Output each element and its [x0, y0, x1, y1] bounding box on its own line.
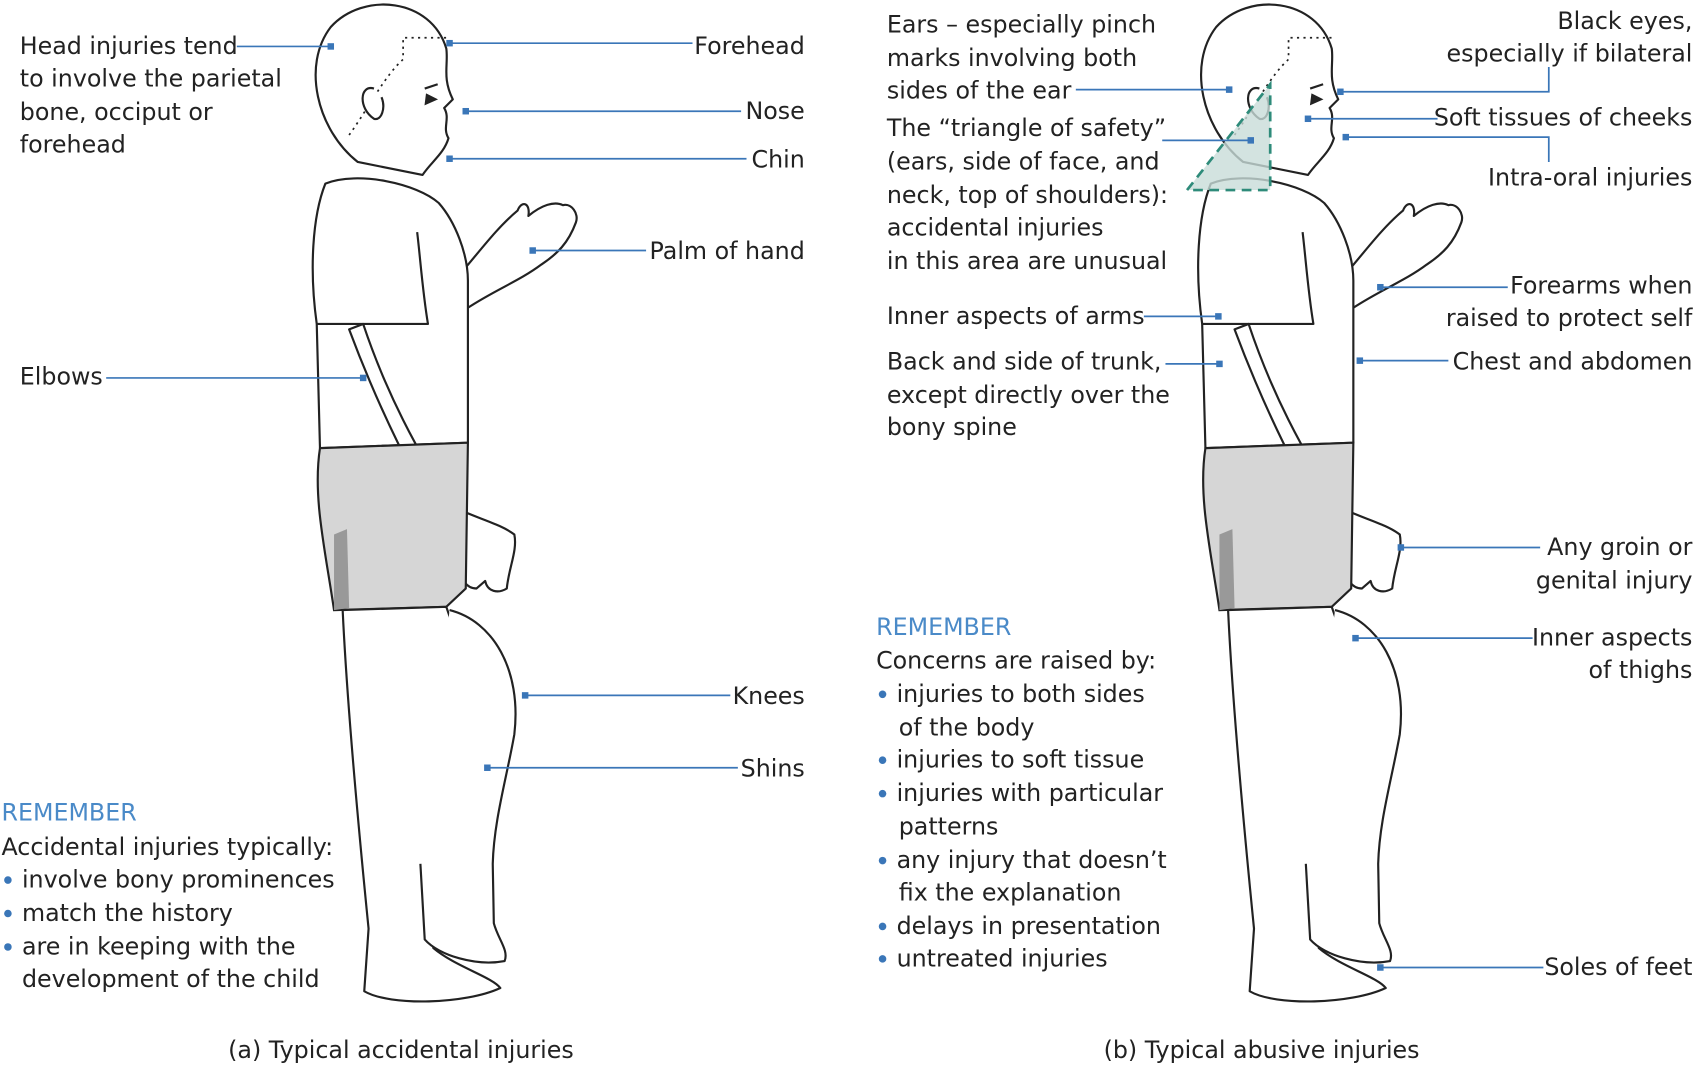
svg-text:bony spine: bony spine: [887, 413, 1017, 441]
label-forearms: Forearms when raised to protect self: [1377, 272, 1693, 332]
svg-text:especially if bilateral: especially if bilateral: [1447, 40, 1693, 68]
svg-text:of the body: of the body: [899, 713, 1035, 741]
svg-text:fix the explanation: fix the explanation: [899, 879, 1122, 907]
label-chin: Chin: [446, 145, 805, 173]
svg-text:injuries with particular: injuries with particular: [897, 779, 1164, 807]
svg-text:of thighs: of thighs: [1588, 656, 1692, 684]
svg-text:untreated injuries: untreated injuries: [897, 944, 1108, 972]
svg-text:marks involving both: marks involving both: [887, 44, 1137, 72]
svg-text:accidental injuries: accidental injuries: [887, 213, 1104, 241]
label-black-eyes: Black eyes, especially if bilateral: [1337, 7, 1693, 96]
svg-text:to involve the parietal: to involve the parietal: [20, 64, 282, 92]
accidental-figure: [311, 3, 578, 1003]
svg-text:involve bony prominences: involve bony prominences: [22, 866, 335, 894]
svg-text:Back and side of trunk,: Back and side of trunk,: [887, 347, 1162, 375]
label-nose: Nose: [462, 97, 805, 125]
label-groin: Any groin or genital injury: [1397, 533, 1693, 594]
svg-text:Black eyes,: Black eyes,: [1557, 7, 1692, 35]
triangle-of-safety: [1184, 80, 1272, 192]
caption-accidental: (a) Typical accidental injuries: [228, 1036, 574, 1064]
svg-text:Concerns are raised by:: Concerns are raised by:: [876, 646, 1156, 674]
label-knees: Knees: [521, 682, 805, 710]
svg-text:Any groin or: Any groin or: [1547, 533, 1692, 561]
svg-text:injuries to soft tissue: injuries to soft tissue: [897, 746, 1145, 774]
label-trunk: Back and side of trunk, except directly …: [887, 347, 1223, 441]
svg-text:Nose: Nose: [746, 97, 805, 125]
label-shins: Shins: [484, 754, 805, 782]
svg-text:raised to protect self: raised to protect self: [1446, 304, 1693, 332]
label-inner-arms: Inner aspects of arms: [887, 302, 1222, 330]
svg-text:any injury that doesn’t: any injury that doesn’t: [897, 846, 1167, 874]
svg-text:patterns: patterns: [899, 813, 999, 841]
label-intra-oral: Intra-oral injuries: [1342, 133, 1692, 192]
svg-text:development of the child: development of the child: [22, 965, 320, 993]
label-thighs: Inner aspects of thighs: [1352, 624, 1692, 684]
svg-text:are in keeping with the: are in keeping with the: [22, 933, 296, 961]
svg-text:sides of the ear: sides of the ear: [887, 76, 1072, 104]
svg-text:Forehead: Forehead: [694, 32, 805, 60]
svg-text:Inner aspects: Inner aspects: [1532, 624, 1692, 652]
svg-text:Ears – especially pinch: Ears – especially pinch: [887, 10, 1156, 38]
remember-abusive: REMEMBER Concerns are raised by: injurie…: [876, 613, 1167, 972]
svg-text:match the history: match the history: [22, 899, 233, 927]
label-head: Head injuries tend to involve the pariet…: [20, 32, 335, 158]
svg-text:forehead: forehead: [20, 130, 126, 158]
svg-text:Chest and abdomen: Chest and abdomen: [1453, 347, 1693, 375]
svg-text:REMEMBER: REMEMBER: [876, 613, 1011, 641]
label-palm: Palm of hand: [529, 237, 805, 265]
svg-text:Soft tissues of cheeks: Soft tissues of cheeks: [1434, 103, 1693, 131]
svg-text:except directly over the: except directly over the: [887, 381, 1170, 409]
svg-text:Elbows: Elbows: [20, 362, 103, 390]
label-triangle-of-safety: The “triangle of safety” (ears, side of …: [886, 114, 1255, 275]
svg-text:delays in presentation: delays in presentation: [897, 912, 1161, 940]
svg-text:Palm of hand: Palm of hand: [650, 237, 805, 265]
svg-text:genital injury: genital injury: [1536, 566, 1692, 594]
svg-text:bone, occiput or: bone, occiput or: [20, 98, 213, 126]
svg-text:Head injuries tend: Head injuries tend: [20, 32, 238, 60]
svg-text:REMEMBER: REMEMBER: [1, 799, 136, 827]
label-elbows: Elbows: [20, 362, 367, 390]
svg-text:in this area are unusual: in this area are unusual: [887, 247, 1167, 275]
caption-abusive: (b) Typical abusive injuries: [1104, 1036, 1420, 1064]
label-forehead: Forehead: [446, 32, 805, 60]
label-cheeks: Soft tissues of cheeks: [1304, 103, 1693, 131]
svg-text:Intra-oral injuries: Intra-oral injuries: [1488, 164, 1692, 192]
svg-text:The “triangle of safety”: The “triangle of safety”: [886, 114, 1166, 142]
svg-text:Forearms when: Forearms when: [1510, 272, 1692, 300]
svg-text:Knees: Knees: [733, 682, 805, 710]
svg-text:Accidental injuries typically:: Accidental injuries typically:: [1, 833, 333, 861]
svg-text:(ears, side of face, and: (ears, side of face, and: [887, 148, 1160, 176]
svg-text:neck, top of shoulders):: neck, top of shoulders):: [887, 181, 1168, 209]
remember-accidental: REMEMBER Accidental injuries typically: …: [1, 799, 334, 993]
label-ears: Ears – especially pinch marks involving …: [887, 10, 1233, 104]
svg-text:injuries to both sides: injuries to both sides: [897, 680, 1145, 708]
svg-text:Inner aspects of arms: Inner aspects of arms: [887, 302, 1145, 330]
svg-text:Soles of feet: Soles of feet: [1544, 953, 1692, 981]
label-soles: Soles of feet: [1377, 953, 1692, 981]
label-chest: Chest and abdomen: [1356, 347, 1693, 375]
svg-text:Shins: Shins: [741, 754, 805, 782]
svg-text:Chin: Chin: [752, 145, 805, 173]
